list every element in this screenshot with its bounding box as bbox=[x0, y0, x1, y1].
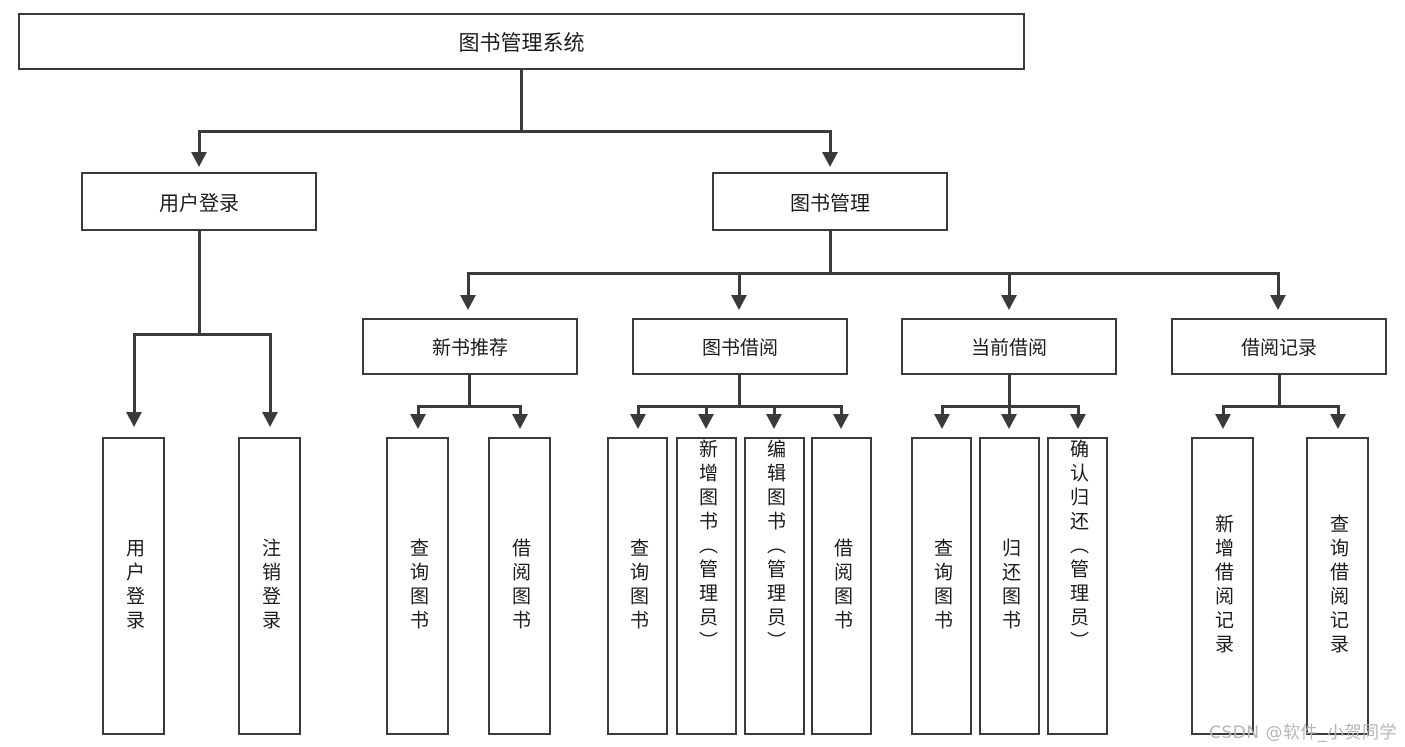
leaf-borrow-record-1[interactable]: 新增借阅记录 bbox=[1191, 437, 1254, 735]
arrow-user-login-to-leaf-2 bbox=[262, 412, 278, 427]
node-user-login[interactable]: 用户登录 bbox=[81, 172, 317, 231]
leaf-current-borrow-1[interactable]: 查询图书 bbox=[911, 437, 972, 735]
arrow-nbr-to-leaf-1 bbox=[410, 414, 426, 429]
connector-nbr-bar bbox=[417, 405, 522, 408]
arrow-bb-to-leaf-3 bbox=[766, 414, 782, 429]
connector-root-to-book-management bbox=[829, 130, 832, 155]
node-label: 新书推荐 bbox=[431, 337, 508, 359]
leaf-book-borrow-3[interactable]: 编辑图书（管理员） bbox=[744, 437, 805, 735]
arrow-root-to-book-management bbox=[822, 152, 838, 167]
arrow-bb-to-leaf-1 bbox=[630, 414, 646, 429]
arrow-cb-to-leaf-1 bbox=[934, 414, 950, 429]
leaf-user-login-1[interactable]: 用户登录 bbox=[102, 437, 165, 735]
arrow-bb-to-leaf-2 bbox=[698, 414, 714, 429]
node-book-management[interactable]: 图书管理 bbox=[712, 172, 948, 231]
leaf-label: 借阅图书 bbox=[831, 538, 853, 634]
arrow-br-to-leaf-2 bbox=[1330, 414, 1346, 429]
node-label: 图书管理 bbox=[790, 191, 870, 215]
connector-bm-to-l3-4 bbox=[1277, 272, 1280, 297]
leaf-label: 借阅图书 bbox=[509, 538, 531, 634]
leaf-book-borrow-4[interactable]: 借阅图书 bbox=[811, 437, 872, 735]
connector-root-stem bbox=[520, 70, 523, 132]
connector-bm-to-l3-1 bbox=[467, 272, 470, 297]
leaf-user-login-2[interactable]: 注销登录 bbox=[238, 437, 301, 735]
arrow-root-to-user-login bbox=[191, 152, 207, 167]
connector-bm-to-l3-3 bbox=[1008, 272, 1011, 297]
arrow-bm-to-l3-2 bbox=[731, 295, 747, 310]
connector-root-to-user-login bbox=[198, 130, 201, 155]
connector-br-to-leaf-2 bbox=[1337, 405, 1340, 417]
arrow-cb-to-leaf-3 bbox=[1070, 414, 1086, 429]
connector-br-stem bbox=[1278, 375, 1281, 407]
connector-root-bar bbox=[198, 130, 832, 133]
connector-user-login-bar bbox=[133, 333, 271, 336]
node-root-book-management-system[interactable]: 图书管理系统 bbox=[18, 13, 1025, 70]
node-book-borrow[interactable]: 图书借阅 bbox=[632, 318, 848, 375]
node-label: 借阅记录 bbox=[1240, 337, 1317, 359]
leaf-label: 查询图书 bbox=[627, 538, 649, 634]
connector-bb-bar bbox=[637, 405, 842, 408]
arrow-user-login-to-leaf-1 bbox=[126, 412, 142, 427]
arrow-br-to-leaf-1 bbox=[1215, 414, 1231, 429]
arrow-nbr-to-leaf-2 bbox=[512, 414, 528, 429]
connector-cb-to-leaf-3 bbox=[1077, 405, 1080, 417]
node-new-book-recommend[interactable]: 新书推荐 bbox=[362, 318, 578, 375]
leaf-label: 确认归还（管理员） bbox=[1067, 439, 1089, 655]
leaf-label: 查询图书 bbox=[931, 538, 953, 634]
node-label: 当前借阅 bbox=[970, 337, 1047, 359]
leaf-label: 新增借阅记录 bbox=[1212, 514, 1234, 658]
connector-bb-stem bbox=[738, 375, 741, 407]
arrow-bm-to-l3-4 bbox=[1270, 295, 1286, 310]
leaf-new-book-recommend-1[interactable]: 查询图书 bbox=[386, 437, 449, 735]
connector-nbr-stem bbox=[468, 375, 471, 407]
connector-br-to-leaf-1 bbox=[1222, 405, 1225, 417]
connector-book-management-bar bbox=[467, 272, 1280, 275]
connector-bb-to-leaf-1 bbox=[637, 405, 640, 417]
connector-user-login-to-leaf-2 bbox=[269, 333, 272, 415]
leaf-current-borrow-3[interactable]: 确认归还（管理员） bbox=[1047, 437, 1108, 735]
arrow-bm-to-l3-1 bbox=[460, 295, 476, 310]
leaf-label: 查询借阅记录 bbox=[1327, 514, 1349, 658]
connector-bb-to-leaf-4 bbox=[840, 405, 843, 417]
leaf-label: 编辑图书（管理员） bbox=[764, 439, 786, 655]
node-label: 图书借阅 bbox=[701, 337, 778, 359]
connector-book-management-stem bbox=[829, 231, 832, 275]
connector-bm-to-l3-2 bbox=[738, 272, 741, 297]
connector-user-login-stem bbox=[198, 231, 201, 335]
connector-cb-to-leaf-1 bbox=[941, 405, 944, 417]
node-label: 图书管理系统 bbox=[458, 30, 585, 55]
node-borrow-record[interactable]: 借阅记录 bbox=[1171, 318, 1387, 375]
leaf-borrow-record-2[interactable]: 查询借阅记录 bbox=[1306, 437, 1369, 735]
leaf-label: 注销登录 bbox=[259, 538, 281, 634]
connector-br-bar bbox=[1222, 405, 1340, 408]
connector-nbr-to-leaf-2 bbox=[519, 405, 522, 417]
leaf-label: 用户登录 bbox=[123, 538, 145, 634]
connector-bb-to-leaf-2 bbox=[705, 405, 708, 417]
arrow-bm-to-l3-3 bbox=[1001, 295, 1017, 310]
leaf-current-borrow-2[interactable]: 归还图书 bbox=[979, 437, 1040, 735]
leaf-book-borrow-1[interactable]: 查询图书 bbox=[607, 437, 668, 735]
node-label: 用户登录 bbox=[159, 191, 239, 215]
arrow-cb-to-leaf-2 bbox=[1001, 414, 1017, 429]
connector-nbr-to-leaf-1 bbox=[417, 405, 420, 417]
leaf-label: 查询图书 bbox=[407, 538, 429, 634]
leaf-label: 归还图书 bbox=[999, 538, 1021, 634]
leaf-book-borrow-2[interactable]: 新增图书（管理员） bbox=[676, 437, 737, 735]
connector-bb-to-leaf-3 bbox=[773, 405, 776, 417]
leaf-new-book-recommend-2[interactable]: 借阅图书 bbox=[488, 437, 551, 735]
arrow-bb-to-leaf-4 bbox=[833, 414, 849, 429]
connector-cb-stem bbox=[1008, 375, 1011, 407]
connector-cb-to-leaf-2 bbox=[1008, 405, 1011, 417]
csdn-watermark: CSDN @软件_小贺同学 bbox=[1209, 723, 1397, 743]
connector-user-login-to-leaf-1 bbox=[133, 333, 136, 415]
node-current-borrow[interactable]: 当前借阅 bbox=[901, 318, 1117, 375]
leaf-label: 新增图书（管理员） bbox=[696, 439, 718, 655]
